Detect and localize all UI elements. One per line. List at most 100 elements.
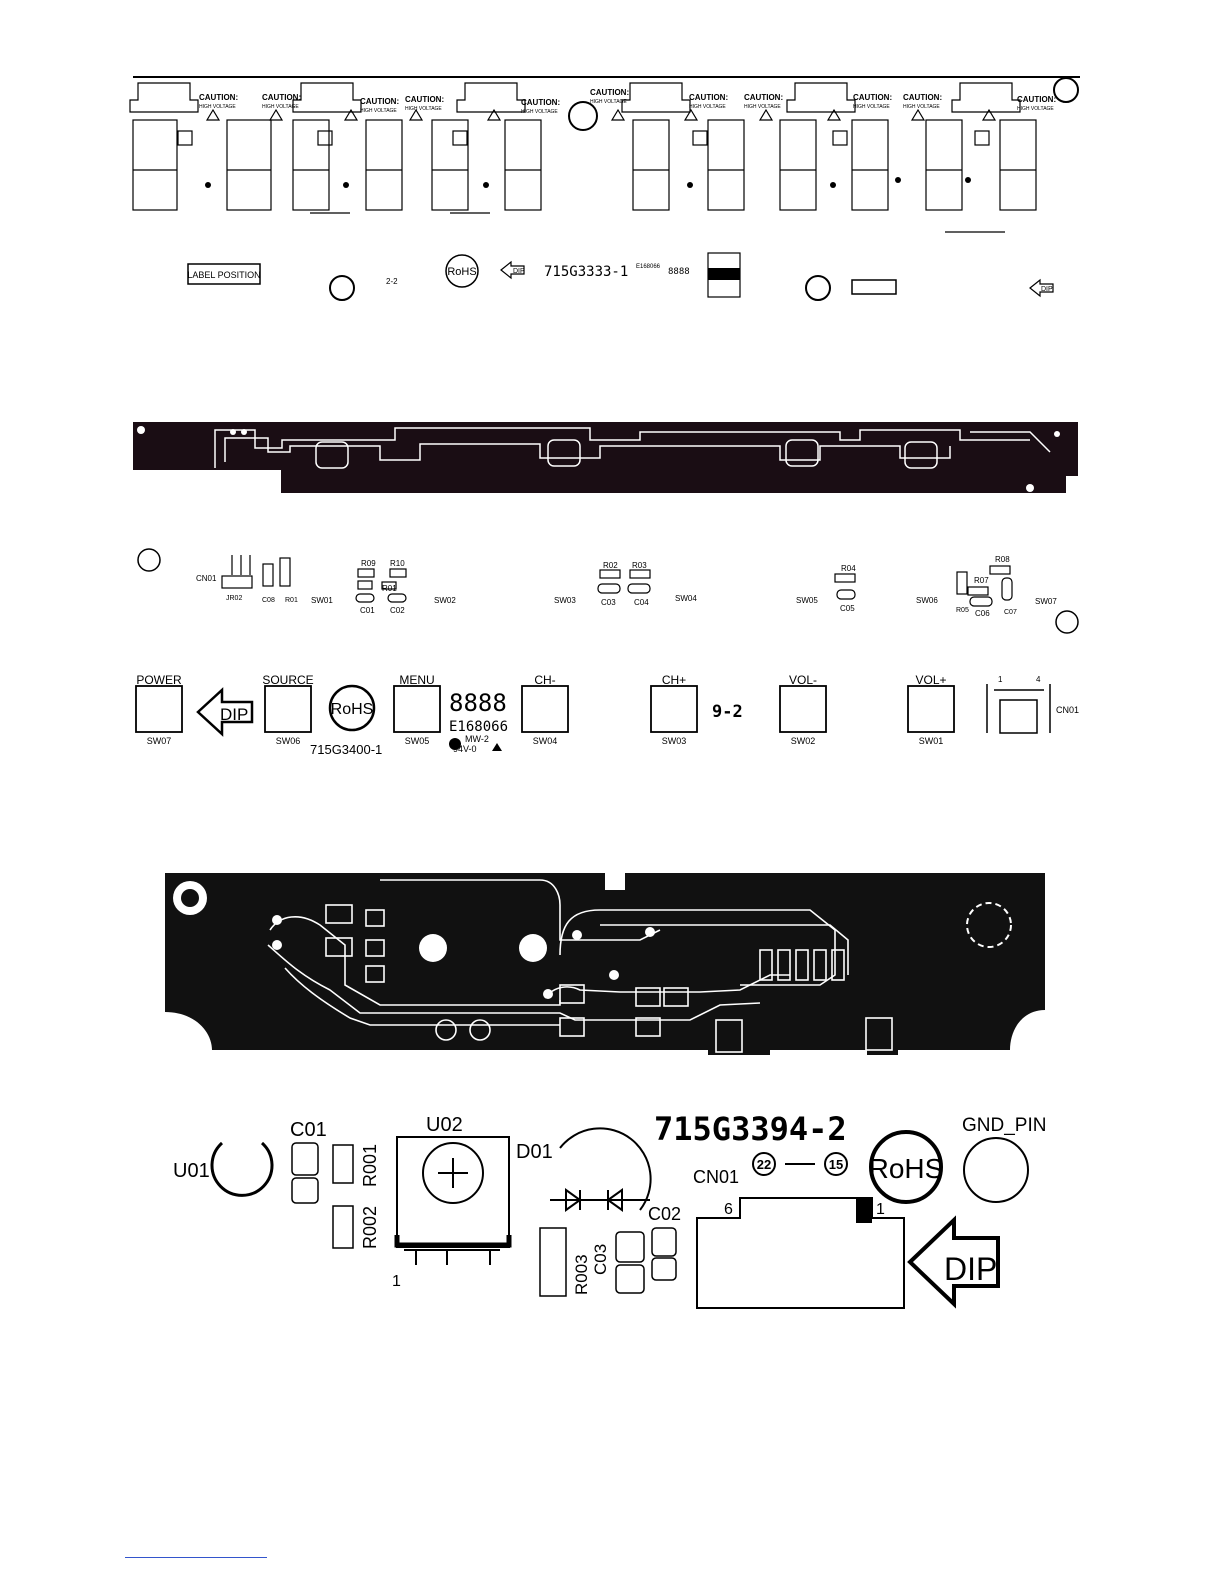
svg-text:CAUTION:: CAUTION: [405, 95, 444, 104]
svg-text:15: 15 [829, 1157, 843, 1172]
svg-text:RoHS: RoHS [869, 1153, 944, 1184]
button-outline [264, 685, 312, 733]
u02-label: U02 [426, 1114, 463, 1136]
svg-text:CAUTION:: CAUTION: [689, 93, 728, 102]
button-ref: SW05 [405, 736, 430, 746]
revision-text: 9-2 [712, 702, 743, 722]
high-voltage-text: HIGH VOLTAGE [199, 104, 236, 110]
button-outline [135, 685, 183, 733]
circle-marker-15 [824, 1152, 848, 1176]
svg-text:SW03: SW03 [554, 596, 576, 605]
button-label: VOL+ [915, 673, 946, 687]
board-715g3394-copper [165, 873, 1045, 1055]
button-ref: SW01 [919, 736, 944, 746]
dip-arrow-icon [1029, 278, 1054, 298]
svg-text:R05: R05 [956, 607, 969, 614]
rohs-icon [445, 254, 479, 288]
button-label: SOURCE [262, 673, 313, 687]
svg-text:CAUTION:: CAUTION: [903, 93, 942, 102]
button-outline [521, 685, 569, 733]
transformer-row [129, 82, 1037, 233]
svg-text:DIP: DIP [513, 268, 525, 275]
svg-text:HIGH VOLTAGE: HIGH VOLTAGE [903, 104, 940, 110]
r002-outline [332, 1205, 354, 1249]
board-715g3394-silkscreen: U01 C01 R001 R002 U02 1 D01 R003 C [173, 1110, 1046, 1309]
cn01-connector-outline [986, 684, 1051, 734]
button-outline [907, 685, 955, 733]
c02-label: C02 [648, 1204, 681, 1224]
keypad-button-1: SOURCE SW06 [262, 673, 313, 746]
svg-text:C03: C03 [601, 598, 616, 607]
date-code-text: 8888 [449, 689, 507, 717]
svg-text:C02: C02 [390, 606, 405, 615]
part-number-text: 715G3400-1 [310, 742, 382, 757]
svg-text:RoHS: RoHS [447, 266, 476, 278]
svg-text:JR02: JR02 [226, 595, 242, 602]
rohs-icon [869, 1130, 943, 1204]
svg-text:HIGH VOLTAGE: HIGH VOLTAGE [521, 109, 558, 115]
u02-outline [394, 1136, 512, 1265]
svg-text:HIGH VOLTAGE: HIGH VOLTAGE [360, 108, 397, 114]
svg-text:SW04: SW04 [675, 594, 697, 603]
dip-arrow-icon [500, 260, 525, 280]
material-text: MW-2 [465, 734, 489, 744]
rating-text: 94V-0 [453, 744, 477, 754]
board-715g3400-silkscreen: POWERSW07SOURCESW06MENUSW05CH-SW04CH+SW0… [135, 673, 1079, 757]
r002-label: R002 [360, 1206, 380, 1249]
keypad-button-2: MENU SW05 [393, 673, 441, 746]
svg-text:R02: R02 [603, 561, 618, 570]
svg-text:C06: C06 [975, 609, 990, 618]
c02-outline [651, 1227, 677, 1281]
d01-outline [550, 1127, 652, 1212]
mounting-hole-icon [137, 548, 161, 572]
dip-arrow-icon [196, 687, 254, 737]
svg-text:R10: R10 [390, 559, 405, 568]
svg-text:4: 4 [1036, 675, 1041, 684]
svg-text:HIGH VOLTAGE: HIGH VOLTAGE [262, 104, 299, 110]
button-outline [393, 685, 441, 733]
ul-logo-icon [449, 738, 461, 750]
svg-text:R08: R08 [995, 555, 1010, 564]
r001-label: R001 [360, 1144, 380, 1187]
mounting-hole-icons [329, 77, 1079, 301]
svg-text:R09: R09 [361, 559, 376, 568]
svg-text:R01: R01 [285, 597, 298, 604]
svg-text:HIGH VOLTAGE: HIGH VOLTAGE [689, 104, 726, 110]
svg-text:HIGH VOLTAGE: HIGH VOLTAGE [405, 106, 442, 112]
dip-arrow-icon [907, 1215, 1000, 1309]
keypad-button-4: CH+SW03 [650, 673, 698, 746]
ul-text: E168066 [449, 719, 508, 735]
svg-text:DIP: DIP [944, 1251, 997, 1287]
svg-text:R03: R03 [632, 561, 647, 570]
ul-text: E168066 [636, 264, 661, 270]
button-outline [779, 685, 827, 733]
part-number-text: 715G3394-2 [654, 1110, 847, 1148]
warning-triangle-icons [205, 108, 997, 121]
caution-text: CAUTION: [199, 93, 238, 102]
button-label: MENU [399, 673, 434, 687]
button-ref: SW06 [276, 736, 301, 746]
svg-text:R01: R01 [382, 584, 397, 593]
svg-text:DIP: DIP [220, 705, 248, 724]
svg-text:SW02: SW02 [434, 596, 456, 605]
u01-label: U01 [173, 1160, 210, 1182]
caution-labels: CAUTION: HIGH VOLTAGE CAUTION: HIGH VOLT… [199, 88, 1056, 115]
svg-text:CAUTION:: CAUTION: [521, 98, 560, 107]
svg-text:C04: C04 [634, 598, 649, 607]
keypad-button-5: VOL-SW02 [779, 673, 827, 746]
keypad-button-6: VOL+ SW01 [907, 673, 955, 746]
svg-text:CAUTION:: CAUTION: [1017, 95, 1056, 104]
gnd-pin-outline [963, 1137, 1029, 1203]
c01-label: C01 [290, 1119, 327, 1141]
board-715g3333-silkscreen: CAUTION: HIGH VOLTAGE CAUTION: HIGH VOLT… [129, 76, 1080, 301]
svg-text:CAUTION:: CAUTION: [590, 88, 629, 97]
mounting-hole-icon [1055, 610, 1079, 634]
svg-text:CAUTION:: CAUTION: [262, 93, 301, 102]
svg-text:CAUTION:: CAUTION: [360, 97, 399, 106]
svg-text:HIGH VOLTAGE: HIGH VOLTAGE [853, 104, 890, 110]
cn01-connector-outline [696, 1197, 905, 1309]
gnd-pin-label: GND_PIN [962, 1115, 1046, 1136]
button-label: VOL- [789, 673, 817, 687]
